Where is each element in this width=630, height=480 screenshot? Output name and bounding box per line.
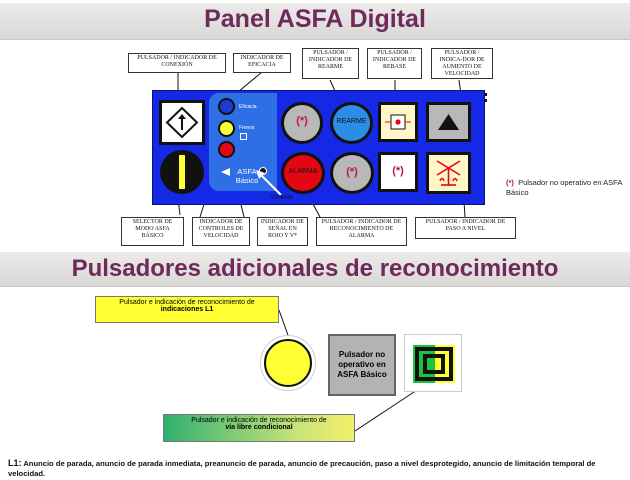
star-button-2[interactable] [330,152,374,194]
via-libre-label-box: Pulsador e indicación de reconocimiento … [163,414,355,442]
rearme-button[interactable] [330,102,373,144]
star-label-3: (*) [392,165,404,177]
senal-rojo-indicator [218,141,235,158]
section-title: Pulsadores adicionales de reconocimiento [71,255,559,282]
label-conexion: PULSADOR / INDICADOR DE CONEXIÓN [128,53,226,73]
footer-key: L1: [8,458,22,468]
star-button-1[interactable] [281,102,323,144]
l1-label-line1: Pulsador e indicación de reconocimiento … [119,299,255,306]
rebase-button[interactable] [378,102,418,142]
label-eficacia: INDICADOR DE EFICACIA [233,53,291,73]
label-rearme: PULSADOR / INDICADOR DE REARME [302,48,359,79]
page-title: Panel ASFA Digital [204,5,426,33]
selector-handle [179,155,185,189]
alarma-text: ALARMA [288,168,318,175]
via-libre-icon [413,345,455,383]
inoperative-text: Pulsador no operativo en ASFA Básico [337,350,387,379]
aumento-velocidad-button[interactable] [426,102,471,142]
via-libre-label-line1: Pulsador e indicación de reconocimiento … [191,417,327,424]
label-paso-nivel: PULSADOR / INDICADOR DE PASO A NIVEL [415,217,516,239]
soneria-label: SONERÍA [270,195,293,201]
l1-button[interactable] [264,339,312,387]
controles-indicator [218,120,235,137]
note-text: (*) Pulsador no operativo en ASFA Básico [506,178,624,198]
level-crossing-icon [436,160,461,186]
mode-selector[interactable] [160,150,204,194]
label-aumento-velocidad: PULSADOR / INDICA-DOR DE AUMENTO DE VELO… [431,48,493,79]
footer-note: L1: Anuncio de parada, anuncio de parada… [8,458,623,479]
label-rebase: PULSADOR / INDICADOR DE REBASE [367,48,422,79]
note-description: Pulsador no operativo en ASFA Básico [506,178,622,197]
pointer-arrow-icon [256,170,282,196]
frenos-square [240,133,247,140]
label-senal: INDICADOR DE SEÑAL EN ROJO Y V* [257,217,308,246]
panel-dot [484,93,487,96]
diamond-arrow-icon [165,106,199,139]
star-button-3[interactable] [378,152,418,192]
triangle-up-icon [438,114,459,130]
conexion-button[interactable] [159,100,205,145]
arrow-left-icon [221,168,230,176]
via-libre-button[interactable] [404,334,462,392]
label-controles: INDICADOR DE CONTROLES DE VELOCIDAD [192,217,250,246]
footer-text: Anuncio de parada, anuncio de parada inm… [8,459,596,478]
alarma-button[interactable] [281,152,325,194]
rearme-text: REARME [336,118,367,125]
asfa-text: ASFA [237,167,257,176]
l1-label-box: Pulsador e indicación de reconocimiento … [95,296,279,323]
star-label-1: (*) [296,115,308,127]
inoperative-button: Pulsador no operativo en ASFA Básico [328,334,396,396]
star-label-2: (*) [346,166,358,178]
label-alarma: PULSADOR / INDICADOR DE RECONOCIMIENTO D… [316,217,407,246]
rebase-icon [385,114,411,130]
l1-label-line2: indicaciones L1 [160,306,214,313]
asfa-mode-label: ASFA Básico [228,167,266,185]
frenos-text: Frenos [239,125,255,131]
label-selector: SELECTOR DE MODO ASFA BÁSICO [121,217,184,246]
title-band-additional [0,252,630,287]
note-mark: (*) [506,178,514,187]
title-band-panel [0,3,630,40]
basico-text: Básico [235,176,259,185]
eficacia-text: Eficacia [239,104,257,110]
eficacia-indicator [218,98,235,115]
paso-nivel-button[interactable] [426,152,471,194]
via-libre-label-line2: vía libre condicional [225,424,293,431]
panel-dot [484,99,487,102]
